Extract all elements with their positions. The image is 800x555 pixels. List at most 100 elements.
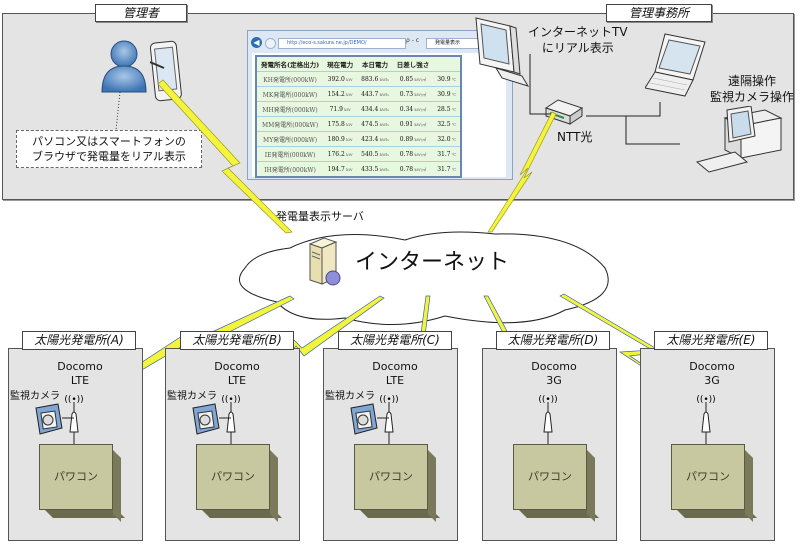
today-energy-cell: 883.6 kWh (357, 71, 393, 87)
today-energy-cell: 540.5 kWh (357, 146, 393, 162)
antenna-icon: ((•)) (379, 395, 399, 452)
svg-text:((•)): ((•)) (221, 395, 240, 405)
browser-window: ◀ http://eco-s.sakura.ne.jp/DEMO/ ρ - c … (247, 30, 513, 180)
temperature-cell: 30.9 ℃ (433, 71, 462, 87)
server-label: 発電量表示サーバ (276, 210, 364, 223)
table-header-row: 発電所名(定格出力) 現在電力 本日電力 日差し強さ 気温 (256, 56, 462, 72)
carrier-name: Docomo (531, 360, 577, 373)
camera-icon (192, 403, 231, 435)
camera-icon (350, 403, 389, 435)
user-icon (101, 40, 147, 93)
network-type: 3G (546, 374, 562, 387)
col-header: 日差し強さ (392, 56, 434, 72)
temperature-cell: 28.5 ℃ (433, 101, 462, 117)
antenna-icon: ((•)) (538, 395, 558, 452)
current-power-cell: 392.0 kW (323, 71, 358, 87)
irradiance-cell: 0.78 kW/㎡ (392, 161, 434, 178)
remote-label-line1: 遠隔操作 (728, 74, 777, 88)
lightning-admin (157, 79, 293, 234)
unit-label: kW/㎡ (413, 121, 427, 127)
irradiance-cell: 0.89 kW/㎡ (392, 131, 434, 147)
unit-label: kW (344, 166, 353, 172)
unit-label: kWh (378, 166, 389, 172)
carrier-name: Docomo (372, 360, 418, 373)
unit-label: kWh (378, 106, 389, 112)
current-power-cell: 71.9 kW (323, 101, 358, 117)
today-energy-cell: 443.7 kWh (357, 86, 393, 102)
col-header: 現在電力 (323, 56, 358, 72)
power-conditioner-box: パワコン (671, 444, 745, 510)
unit-label: kWh (378, 91, 389, 97)
forward-button[interactable] (265, 38, 276, 49)
unit-label: kW/㎡ (413, 91, 427, 97)
admin-note-line1: パソコン又はスマートフォンの (32, 135, 186, 148)
lightning-office (487, 111, 557, 233)
current-power-cell: 194.7 kW (323, 161, 358, 178)
plant-name-cell: MK発電所(000kW) (256, 86, 324, 102)
temperature-cell: 31.7 ℃ (433, 146, 462, 162)
unit-label: ℃ (450, 151, 457, 157)
col-header: 発電所名(定格出力) (256, 56, 324, 72)
svg-text:((•)): ((•)) (696, 395, 715, 405)
today-energy-cell: 423.4 kWh (357, 131, 393, 147)
col-header: 気温 (433, 56, 462, 72)
remote-label-line2: 監視カメラ操作 (710, 90, 795, 104)
plant-name-cell: IE発電所(000kW) (256, 146, 324, 162)
power-table: 発電所名(定格出力) 現在電力 本日電力 日差し強さ 気温 KH発電所(000k… (255, 55, 463, 178)
remote-label: 遠隔操作 監視カメラ操作 (710, 73, 794, 105)
office-wiring (529, 54, 680, 145)
plant-name-cell: MH発電所(000kW) (256, 101, 324, 117)
office-section-title: 管理事務所 (606, 4, 712, 22)
admin-note: パソコン又はスマートフォンの ブラウザで発電量をリアル表示 (16, 130, 202, 168)
temperature-cell: 30.9 ℃ (433, 86, 462, 102)
back-button[interactable]: ◀ (251, 37, 262, 48)
irradiance-cell: 0.78 kW/㎡ (392, 146, 434, 162)
irradiance-cell: 0.85 kW/㎡ (392, 71, 434, 87)
plant-name-cell: IH発電所(000kW) (256, 161, 324, 178)
plant-title: 太陽光発電所(B) (180, 331, 294, 350)
irradiance-cell: 0.73 kW/㎡ (392, 86, 434, 102)
camera-label: 監視カメラ (325, 391, 375, 402)
unit-label: kW/㎡ (413, 136, 427, 142)
camera-label: 監視カメラ (167, 391, 217, 402)
admin-note-line2: ブラウザで発電量をリアル表示 (32, 150, 186, 163)
unit-label: kW (342, 106, 351, 112)
camera-icon (35, 403, 74, 435)
unit-label: ℃ (450, 121, 457, 127)
unit-label: kWh (378, 121, 389, 127)
unit-label: kW (344, 136, 353, 142)
unit-label: kW (344, 76, 353, 82)
irradiance-cell: 0.91 kW/㎡ (392, 116, 434, 132)
unit-label: kW/㎡ (413, 151, 427, 157)
server-icon (308, 237, 341, 286)
unit-label: ℃ (450, 136, 457, 142)
admin-section-title: 管理者 (95, 4, 187, 22)
temperature-cell: 32.5 ℃ (433, 116, 462, 132)
plant-name-cell: MY発電所(000kW) (256, 131, 324, 147)
current-power-cell: 154.2 kW (323, 86, 358, 102)
tv-label-line2: にリアル表示 (541, 41, 614, 55)
plant-name-cell: MM発電所(000kW) (256, 116, 324, 132)
search-refresh-icon[interactable]: ρ - c (406, 37, 420, 44)
plant-name-cell: KH発電所(000kW) (256, 71, 324, 87)
plant-title: 太陽光発電所(D) (496, 331, 610, 350)
network-type: 3G (704, 374, 720, 387)
temperature-cell: 31.7 ℃ (433, 161, 462, 178)
unit-label: kW (344, 91, 353, 97)
plant-title: 太陽光発電所(A) (22, 331, 136, 350)
unit-label: ℃ (450, 166, 457, 172)
current-power-cell: 176.2 kW (323, 146, 358, 162)
power-conditioner-box: パワコン (354, 444, 428, 510)
address-bar[interactable]: http://eco-s.sakura.ne.jp/DEMO/ (278, 38, 406, 49)
irradiance-cell: 0.34 kW/㎡ (392, 101, 434, 117)
